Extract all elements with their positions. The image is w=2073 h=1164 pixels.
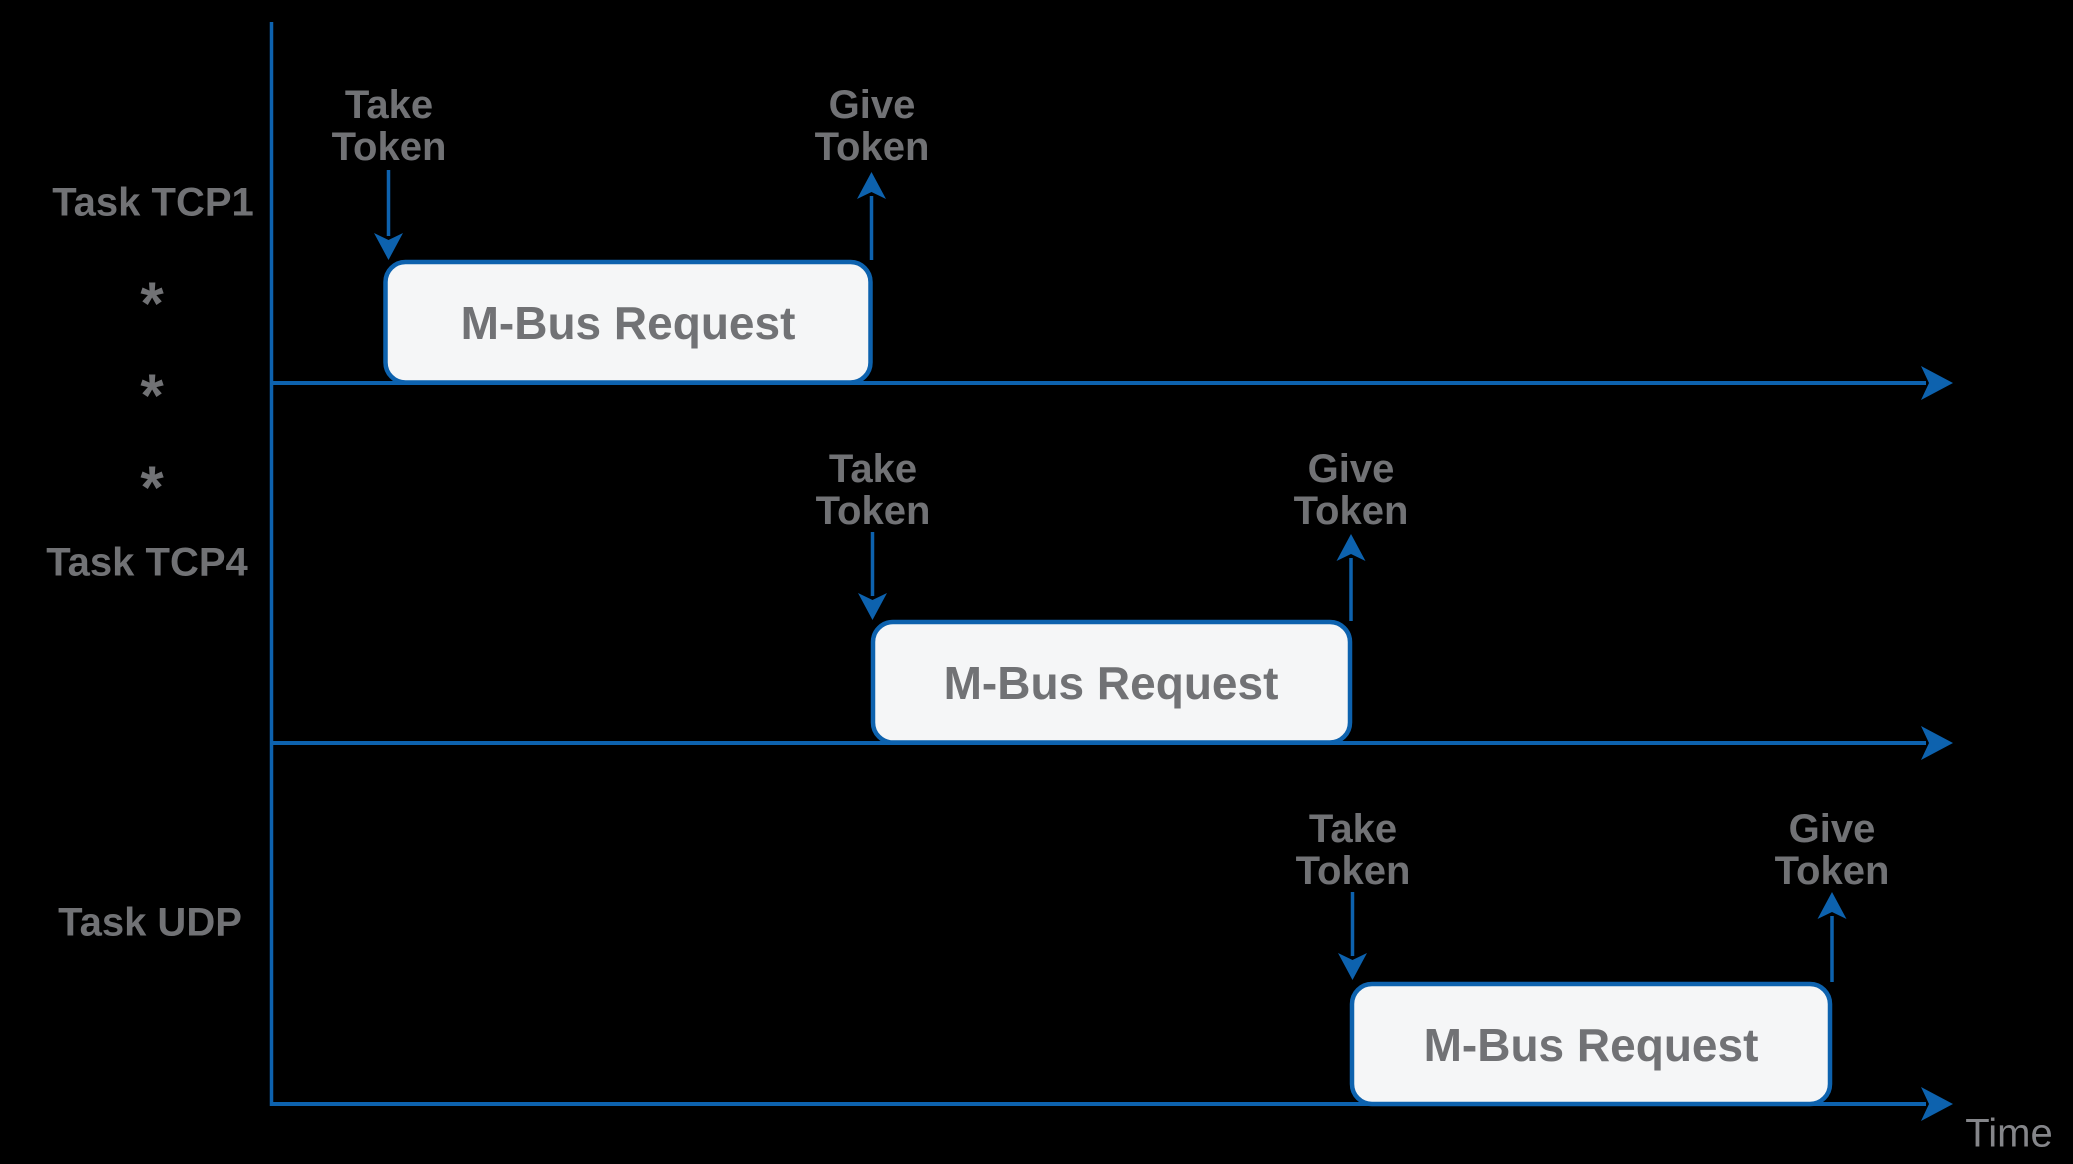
time-axis-label: Time	[1965, 1111, 2053, 1156]
mbus-request-box-udp	[1349, 981, 1833, 1107]
task-label-tcp4: Task TCP4	[46, 540, 248, 585]
timeline-tcp4-arrowhead-icon	[1921, 726, 1953, 760]
timeline-tcp1-arrowhead-icon	[1921, 366, 1953, 400]
give-token-label-tcp4: Give Token	[1293, 447, 1409, 533]
mbus-request-label-tcp1: M-Bus Request	[460, 297, 796, 349]
give-token-label-tcp1: Give Token	[814, 83, 930, 169]
take-token-arrowhead-udp-icon	[1338, 953, 1367, 980]
ellipsis-asterisk-2: *	[140, 362, 164, 429]
timeline-udp-arrowhead-icon	[1921, 1087, 1953, 1121]
give-token-arrowhead-tcp1-icon	[857, 172, 886, 199]
mbus-request-box-tcp4	[870, 619, 1353, 745]
task-label-udp: Task UDP	[58, 900, 242, 945]
give-token-arrowhead-tcp4-icon	[1336, 534, 1366, 561]
take-token-label-udp: Take Token	[1295, 807, 1411, 893]
mbus-request-label-udp: M-Bus Request	[1423, 1019, 1759, 1071]
take-token-arrowhead-tcp1-icon	[374, 233, 403, 260]
mbus-request-box-tcp1	[383, 259, 873, 385]
task-label-tcp1: Task TCP1	[52, 180, 254, 225]
ellipsis-asterisk-3: *	[140, 454, 164, 521]
mbus-request-label-tcp4: M-Bus Request	[943, 657, 1279, 709]
take-token-label-tcp4: Take Token	[815, 447, 931, 533]
ellipsis-asterisk-1: *	[140, 270, 164, 337]
take-token-label-tcp1: Take Token	[331, 83, 447, 169]
give-token-label-udp: Give Token	[1774, 807, 1890, 893]
give-token-arrowhead-udp-icon	[1817, 892, 1847, 919]
take-token-arrowhead-tcp4-icon	[858, 593, 887, 620]
